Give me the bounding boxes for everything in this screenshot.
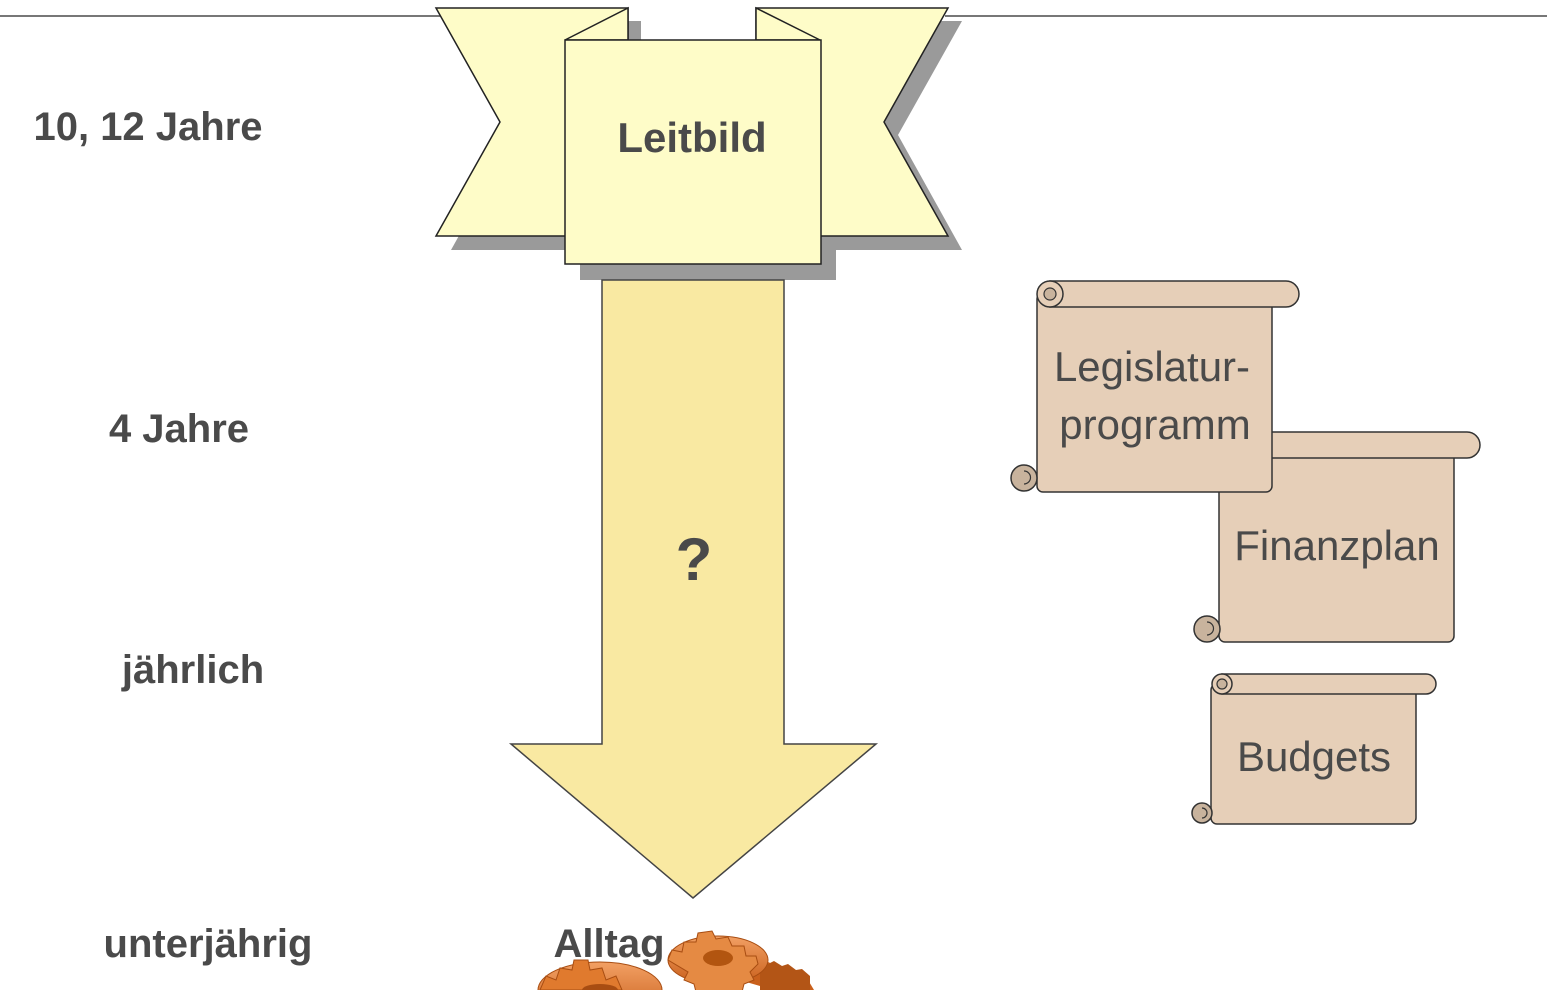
gear-left-icon: [537, 959, 663, 990]
budgets-label: Budgets: [1237, 733, 1391, 780]
legislatur-label-line1: Legislatur-: [1054, 343, 1250, 390]
gear-right-icon: [667, 930, 814, 990]
leitbild-banner: Leitbild: [434, 6, 962, 280]
finanzplan-label: Finanzplan: [1234, 522, 1439, 569]
legislatur-label-line2: programm: [1059, 401, 1250, 448]
legislaturprogramm-scroll: Legislatur- programm: [1010, 280, 1300, 493]
down-arrow: ?: [508, 279, 879, 899]
gears-icon: [537, 930, 814, 990]
timescale-long-term: 10, 12 Jahre: [33, 105, 262, 149]
finanzplan-scroll: Finanzplan: [1193, 431, 1481, 643]
banner-label: Leitbild: [617, 114, 766, 161]
arrow-question-mark: ?: [676, 526, 713, 593]
budgets-scroll: Budgets: [1191, 673, 1437, 825]
timescale-four-years: 4 Jahre: [109, 407, 249, 451]
daily-label: Alltag: [553, 922, 664, 966]
timescale-annual: jährlich: [121, 648, 264, 692]
banner-center-panel: [564, 39, 822, 265]
timescale-intra-year: unterjährig: [104, 922, 313, 966]
